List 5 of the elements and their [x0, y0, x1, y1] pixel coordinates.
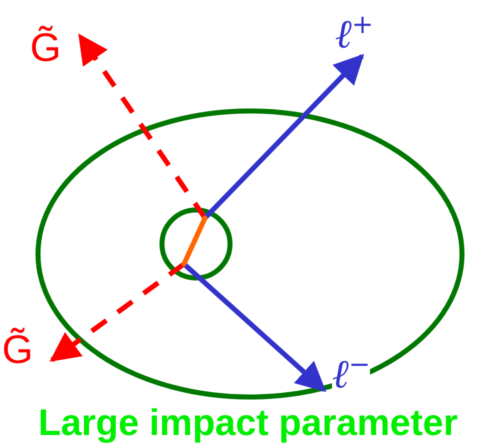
arrow: [182, 262, 326, 392]
dashed-arrow: [78, 34, 208, 220]
arrow: [203, 54, 364, 220]
caption: Large impact parameter: [37, 404, 459, 441]
dashed-arrow: [50, 262, 186, 362]
